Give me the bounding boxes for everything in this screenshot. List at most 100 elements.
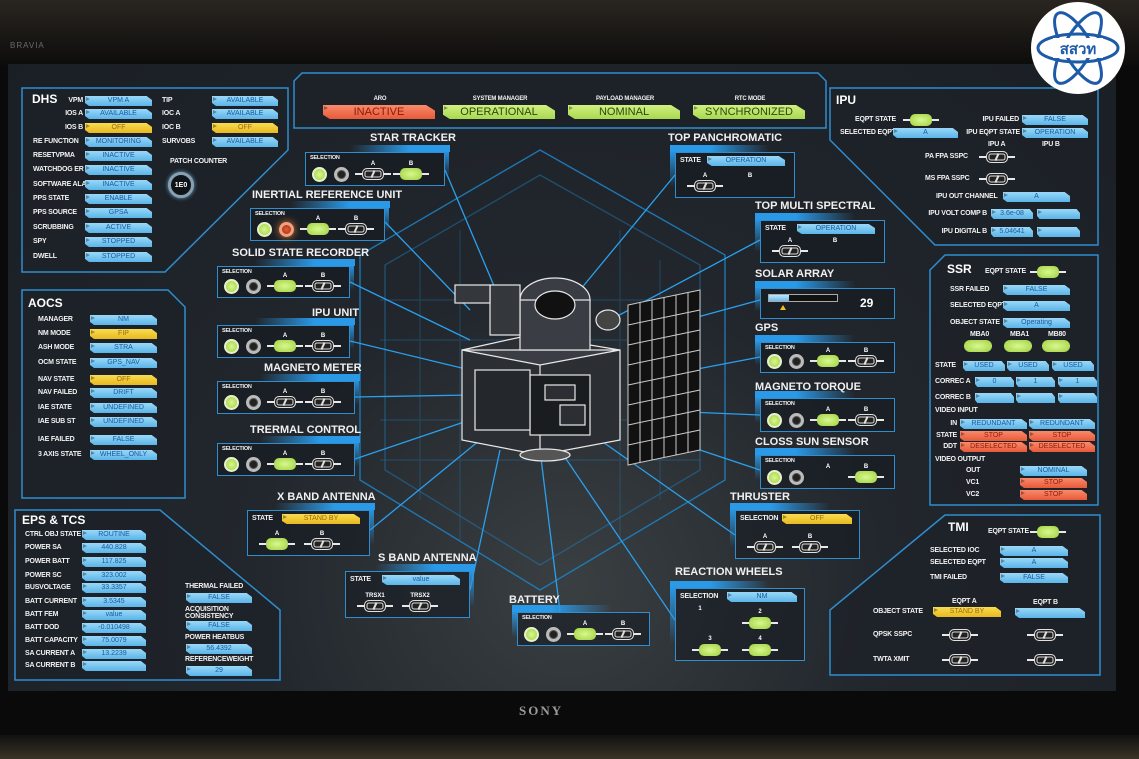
twta-xmit-b-icon[interactable] <box>1027 654 1063 666</box>
ssr-unit-unit-b-icon[interactable] <box>305 280 341 292</box>
status-field[interactable]: 1 <box>1058 377 1097 387</box>
status-field[interactable]: ENABLE <box>85 194 152 204</box>
ssr-eqpt-state-indicator[interactable] <box>1030 266 1066 278</box>
status-field[interactable] <box>1015 608 1085 618</box>
status-field[interactable]: AVAILABLE <box>212 137 278 147</box>
mba-toggle[interactable] <box>1042 340 1070 352</box>
status-field[interactable] <box>1058 393 1097 403</box>
x-band-unit-b-icon[interactable] <box>304 538 340 550</box>
status-field[interactable]: INACTIVE <box>85 151 152 161</box>
status-field[interactable]: 33.3357 <box>82 583 146 593</box>
selection-redundant-indicator[interactable] <box>333 166 349 182</box>
selection-redundant-indicator[interactable] <box>245 278 261 294</box>
selection-redundant-indicator[interactable] <box>545 626 561 642</box>
status-field[interactable]: REDUNDANT <box>960 419 1027 429</box>
status-field[interactable]: 29 <box>186 666 252 676</box>
selection-redundant-indicator[interactable] <box>245 394 261 410</box>
selection-primary-indicator[interactable] <box>311 166 327 182</box>
iru-unit-b-icon[interactable] <box>338 223 374 235</box>
s-band-unit-trsx2-icon[interactable] <box>402 600 438 612</box>
battery-unit-a-icon[interactable] <box>567 628 603 640</box>
status-field[interactable]: ACTIVE <box>85 223 152 233</box>
status-field[interactable]: 1 <box>1016 377 1055 387</box>
status-field[interactable]: 5.04641 <box>991 227 1033 237</box>
selection-redundant-indicator[interactable] <box>245 338 261 354</box>
state-field[interactable]: OPERATION <box>707 156 785 166</box>
status-field[interactable] <box>82 661 146 671</box>
status-field[interactable] <box>975 393 1014 403</box>
magneto-meter-unit-a-icon[interactable] <box>267 396 303 408</box>
reaction-wheel-3-icon[interactable] <box>692 644 728 656</box>
magneto-torque-unit-a-icon[interactable] <box>810 414 846 426</box>
status-field[interactable]: FALSE <box>186 621 252 631</box>
status-field[interactable]: A <box>1000 546 1068 556</box>
status-field[interactable] <box>1037 209 1080 219</box>
status-field[interactable]: GPS_NAV <box>90 358 157 368</box>
status-field[interactable]: OPERATION <box>1022 128 1088 138</box>
status-field[interactable]: WHEEL_ONLY <box>90 450 157 460</box>
selection-primary-indicator[interactable] <box>766 353 782 369</box>
status-field[interactable]: 117.825 <box>82 557 146 567</box>
status-field[interactable]: UNDEFINED <box>90 417 157 427</box>
reaction-wheel-4-icon[interactable] <box>742 644 778 656</box>
star-tracker-unit-b-icon[interactable] <box>393 168 429 180</box>
status-field[interactable]: DESELECTED <box>960 442 1027 452</box>
top-ms-unit-a-icon[interactable] <box>772 245 808 257</box>
reaction-wheel-2-icon[interactable] <box>742 617 778 629</box>
status-field[interactable]: A <box>1003 301 1070 311</box>
status-field[interactable]: AVAILABLE <box>212 109 278 119</box>
status-field[interactable]: 3.6e-08 <box>991 209 1033 219</box>
top-bar-status[interactable]: OPERATIONAL <box>443 105 555 119</box>
selection-field[interactable]: OFF <box>782 514 852 524</box>
selection-primary-indicator[interactable] <box>223 338 239 354</box>
tmi-eqpt-state-indicator[interactable] <box>1030 526 1066 538</box>
status-field[interactable]: STOP <box>1020 478 1087 488</box>
s-band-unit-trsx1-icon[interactable] <box>357 600 393 612</box>
status-field[interactable]: OFF <box>212 123 278 133</box>
status-field[interactable]: USED <box>1052 361 1094 371</box>
thruster-unit-a-icon[interactable] <box>747 541 783 553</box>
status-field[interactable]: 0 <box>975 377 1014 387</box>
selection-redundant-indicator[interactable] <box>788 353 804 369</box>
selection-primary-indicator[interactable] <box>766 469 782 485</box>
status-field[interactable]: GPSA <box>85 208 152 218</box>
status-field[interactable]: INACTIVE <box>85 180 152 190</box>
state-field[interactable]: STAND BY <box>282 514 360 524</box>
status-field[interactable]: 13.2239 <box>82 649 146 659</box>
ipu-eqpt-state-indicator[interactable] <box>903 114 939 126</box>
status-field[interactable]: INACTIVE <box>85 165 152 175</box>
status-field[interactable]: AVAILABLE <box>212 96 278 106</box>
unit-standby-icon[interactable] <box>979 173 1015 185</box>
status-field[interactable]: MONITORING <box>85 137 152 147</box>
status-field[interactable]: 323.002 <box>82 571 146 581</box>
ipu-unit-unit-b-icon[interactable] <box>305 340 341 352</box>
status-field[interactable]: STOPPED <box>85 252 152 262</box>
top-bar-status[interactable]: INACTIVE <box>323 105 435 119</box>
status-field[interactable]: 3.5345 <box>82 597 146 607</box>
status-field[interactable]: STRA <box>90 343 157 353</box>
status-field[interactable]: VPM A <box>85 96 152 106</box>
mba-toggle[interactable] <box>964 340 992 352</box>
status-field[interactable]: FALSE <box>186 593 252 603</box>
status-field[interactable]: ROUTINE <box>82 530 146 540</box>
selection-redundant-indicator[interactable] <box>245 456 261 472</box>
qpsk-sspc-b-icon[interactable] <box>1027 629 1063 641</box>
x-band-unit-a-icon[interactable] <box>259 538 295 550</box>
status-field[interactable]: FALSE <box>90 435 157 445</box>
gps-unit-a-icon[interactable] <box>810 355 846 367</box>
battery-unit-b-icon[interactable] <box>605 628 641 640</box>
status-field[interactable]: FALSE <box>1000 573 1068 583</box>
status-field[interactable]: STAND BY <box>933 607 1001 617</box>
thruster-unit-b-icon[interactable] <box>792 541 828 553</box>
iru-unit-a-icon[interactable] <box>300 223 336 235</box>
status-field[interactable]: USED <box>1007 361 1049 371</box>
status-field[interactable]: Operating <box>1003 318 1070 328</box>
qpsk-sspc-a-icon[interactable] <box>942 629 978 641</box>
top-pan-unit-a-icon[interactable] <box>687 180 723 192</box>
selection-primary-indicator[interactable] <box>256 221 272 237</box>
gps-unit-b-icon[interactable] <box>848 355 884 367</box>
ssr-unit-unit-a-icon[interactable] <box>267 280 303 292</box>
selection-redundant-indicator[interactable] <box>278 221 294 237</box>
status-field[interactable]: 440.828 <box>82 543 146 553</box>
unit-standby-icon[interactable] <box>979 151 1015 163</box>
